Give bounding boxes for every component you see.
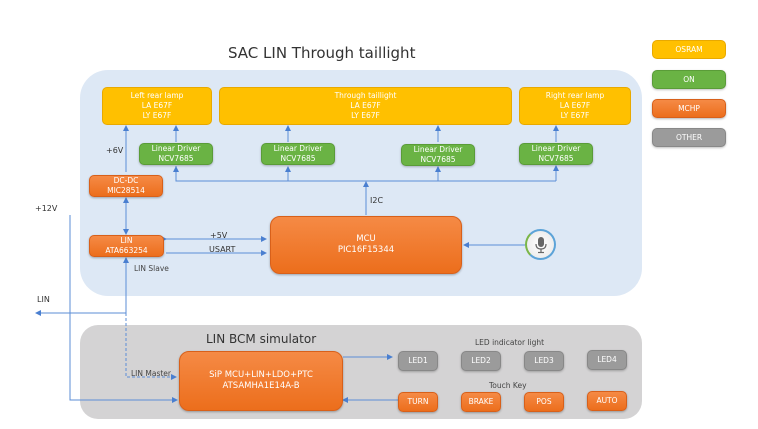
driver-label: Linear Driver: [531, 144, 581, 153]
microphone: [525, 229, 556, 260]
key-label: AUTO: [596, 396, 618, 405]
lamp-part: LY E67F: [142, 111, 172, 120]
led-label: LED1: [408, 356, 428, 365]
led-label: LED4: [597, 355, 617, 364]
label-lin-master: LIN Master: [131, 369, 171, 378]
dcdc-block: DC-DC MIC28514: [89, 175, 163, 197]
linear-driver-1: Linear Driver NCV7685: [139, 143, 213, 165]
lamp-part: LY E67F: [351, 111, 380, 120]
dcdc-part: MIC28514: [107, 186, 145, 195]
label-lin-slave: LIN Slave: [134, 264, 169, 273]
lamp-name: Through taillight: [334, 91, 397, 100]
key-pos[interactable]: POS: [524, 392, 564, 412]
driver-part: NCV7685: [420, 155, 456, 164]
led-4: LED4: [587, 350, 627, 370]
sip-part: ATSAMHA1E14A-B: [222, 381, 300, 391]
i2c-bus: [175, 166, 556, 182]
mcu-label: MCU: [356, 234, 376, 244]
label-lin-out: LIN: [37, 295, 50, 304]
driver-label: Linear Driver: [413, 145, 463, 154]
label-usart: USART: [209, 245, 236, 254]
legend-label: OSRAM: [675, 44, 703, 54]
lin-part: ATA663254: [105, 246, 148, 255]
driver-part: NCV7685: [280, 154, 316, 163]
lamp-part: LA E67F: [559, 101, 591, 110]
led-label: LED3: [534, 356, 554, 365]
label-6v: +6V: [106, 146, 124, 155]
legend-mchp: MCHP: [652, 99, 726, 118]
key-label: BRAKE: [468, 397, 494, 406]
driver-part: NCV7685: [538, 154, 574, 163]
driver-part: NCV7685: [158, 154, 194, 163]
lin-label: LIN: [120, 236, 133, 245]
key-brake[interactable]: BRAKE: [461, 392, 501, 412]
linear-driver-2: Linear Driver NCV7685: [261, 143, 335, 165]
lin-transceiver: LIN ATA663254: [89, 235, 164, 257]
legend-osram: OSRAM: [652, 40, 726, 59]
led-3: LED3: [524, 351, 564, 371]
key-label: POS: [536, 397, 552, 406]
lamp-part: LY E67F: [560, 111, 590, 120]
lin-master-wire: [125, 313, 177, 380]
linear-driver-3: Linear Driver NCV7685: [401, 144, 475, 166]
driver-label: Linear Driver: [151, 144, 201, 153]
key-turn[interactable]: TURN: [398, 392, 438, 412]
lamp-through: Through taillight LA E67F LY E67F: [219, 87, 512, 125]
legend-label: OTHER: [675, 132, 703, 142]
mcu-block: MCU PIC16F15344: [270, 216, 462, 274]
led-indicator-title: LED indicator light: [475, 338, 545, 347]
bcm-title: LIN BCM simulator: [206, 332, 317, 346]
led-2: LED2: [461, 351, 501, 371]
key-auto[interactable]: AUTO: [587, 391, 627, 411]
lamp-name: Right rear lamp: [545, 91, 605, 100]
lamp-right: Right rear lamp LA E67F LY E67F: [519, 87, 631, 125]
key-label: TURN: [407, 397, 429, 406]
driver-label: Linear Driver: [273, 144, 323, 153]
lamp-left: Left rear lamp LA E67F LY E67F: [102, 87, 212, 125]
microphone-icon: [534, 236, 547, 253]
lamp-part: LA E67F: [141, 101, 173, 110]
legend-other: OTHER: [652, 128, 726, 147]
lamp-part: LA E67F: [350, 101, 381, 110]
diagram-title: SAC LIN Through taillight: [228, 44, 416, 62]
dcdc-label: DC-DC: [113, 176, 139, 185]
legend-on: ON: [652, 70, 726, 89]
sip-label: SiP MCU+LIN+LDO+PTC: [209, 370, 313, 380]
mcu-part: PIC16F15344: [337, 245, 395, 255]
lamp-name: Left rear lamp: [130, 91, 184, 100]
sip-block: SiP MCU+LIN+LDO+PTC ATSAMHA1E14A-B: [179, 351, 343, 411]
led-1: LED1: [398, 351, 438, 371]
legend-label: ON: [683, 74, 695, 84]
touch-key-title: Touch Key: [489, 381, 527, 390]
led-label: LED2: [471, 356, 491, 365]
label-i2c: I2C: [370, 196, 384, 205]
linear-driver-4: Linear Driver NCV7685: [519, 143, 593, 165]
label-5v: +5V: [210, 231, 228, 240]
label-12v: +12V: [35, 204, 58, 213]
legend-label: MCHP: [678, 103, 700, 113]
